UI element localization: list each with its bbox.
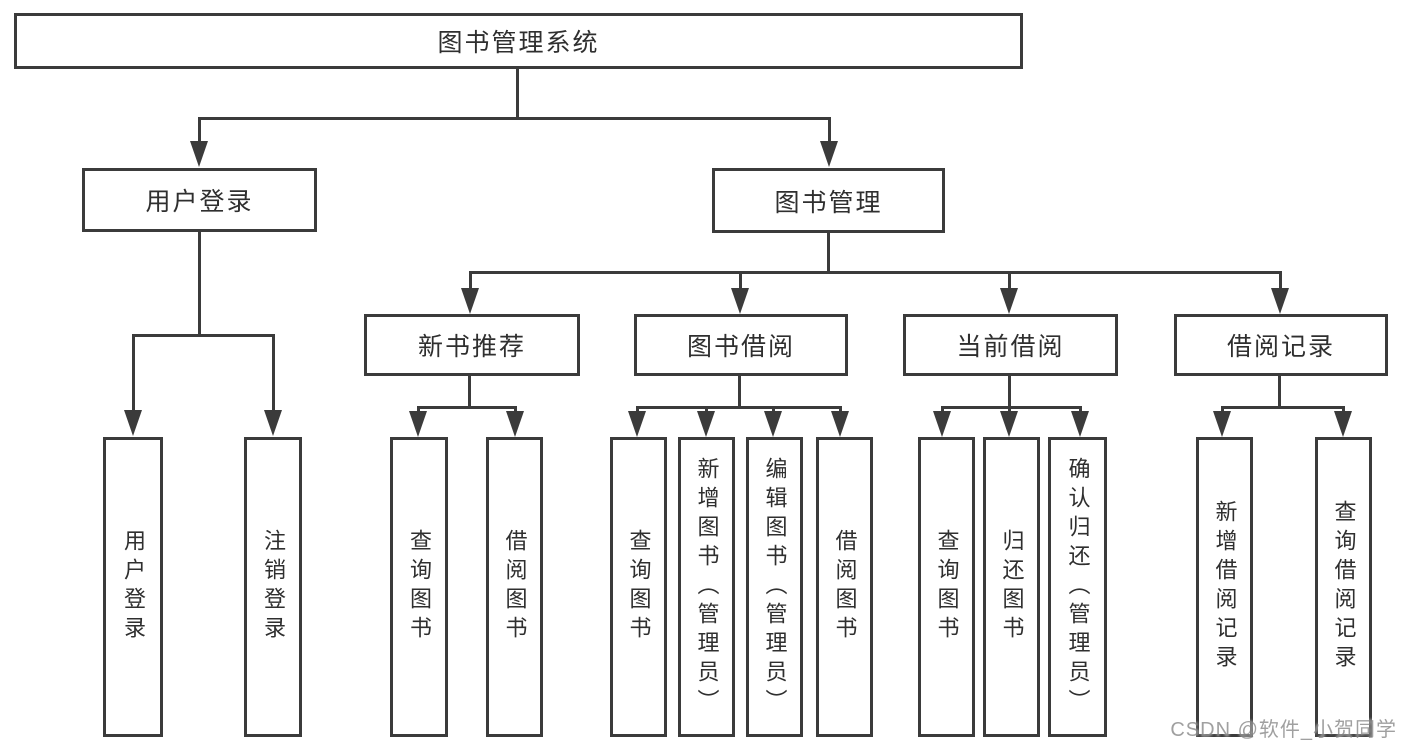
- node-current-borrow: 当前借阅: [903, 314, 1118, 376]
- node-user-login: 用户登录: [82, 168, 317, 232]
- leaf-newbooks-borrow: 借阅图书: [486, 437, 543, 737]
- connector: [705, 406, 708, 415]
- node-borrow-records: 借阅记录: [1174, 314, 1388, 376]
- connector: [1079, 406, 1082, 415]
- connector: [198, 232, 201, 336]
- arrowhead: [933, 411, 951, 437]
- connector: [132, 334, 135, 412]
- leaf-current-return: 归还图书: [983, 437, 1040, 737]
- node-book-mgmt: 图书管理: [712, 168, 945, 233]
- arrowhead: [1213, 411, 1231, 437]
- connector: [739, 271, 742, 289]
- arrowhead: [1071, 411, 1089, 437]
- connector: [772, 406, 775, 415]
- arrowhead: [820, 141, 838, 167]
- arrowhead: [831, 411, 849, 437]
- connector: [468, 376, 471, 409]
- leaf-current-query: 查询图书: [918, 437, 975, 737]
- connector: [827, 233, 830, 274]
- connector: [417, 406, 517, 409]
- connector: [1278, 376, 1281, 409]
- connector: [469, 271, 472, 289]
- connector: [1221, 406, 1224, 415]
- connector: [198, 117, 831, 120]
- connector: [828, 117, 831, 147]
- arrowhead: [190, 141, 208, 167]
- connector: [1342, 406, 1345, 415]
- connector: [514, 406, 517, 415]
- connector: [516, 68, 519, 118]
- arrowhead: [697, 411, 715, 437]
- arrowhead: [628, 411, 646, 437]
- leaf-logout: 注销登录: [244, 437, 302, 737]
- leaf-newbooks-query: 查询图书: [390, 437, 448, 737]
- leaf-borrow-edit: 编辑图书（管理员）: [746, 437, 803, 737]
- leaf-borrow-query: 查询图书: [610, 437, 667, 737]
- connector: [1221, 406, 1345, 409]
- arrowhead: [764, 411, 782, 437]
- leaf-records-add: 新增借阅记录: [1196, 437, 1253, 737]
- csdn-watermark: CSDN @软件_小贺同学: [1170, 719, 1397, 741]
- connector: [636, 406, 639, 415]
- arrowhead: [409, 411, 427, 437]
- connector: [198, 117, 201, 147]
- arrowhead: [1271, 288, 1289, 314]
- leaf-borrow-borrow: 借阅图书: [816, 437, 873, 737]
- leaf-user-login: 用户登录: [103, 437, 163, 737]
- connector: [941, 406, 1082, 409]
- connector: [941, 406, 944, 415]
- connector: [132, 334, 275, 337]
- arrowhead: [731, 288, 749, 314]
- leaf-records-query: 查询借阅记录: [1315, 437, 1372, 737]
- connector: [839, 406, 842, 415]
- arrowhead: [264, 410, 282, 436]
- arrowhead: [506, 411, 524, 437]
- connector: [636, 406, 842, 409]
- connector: [469, 271, 1282, 274]
- node-new-books: 新书推荐: [364, 314, 580, 376]
- connector: [272, 334, 275, 412]
- arrowhead: [1000, 411, 1018, 437]
- connector: [1008, 406, 1011, 415]
- connector: [1279, 271, 1282, 289]
- connector: [1008, 271, 1011, 289]
- arrowhead: [461, 288, 479, 314]
- leaf-current-confirm: 确认归还（管理员）: [1048, 437, 1107, 737]
- arrowhead: [124, 410, 142, 436]
- node-root: 图书管理系统: [14, 13, 1023, 69]
- connector: [738, 376, 741, 409]
- connector: [1008, 376, 1011, 409]
- leaf-borrow-add: 新增图书（管理员）: [678, 437, 735, 737]
- connector: [417, 406, 420, 415]
- arrowhead: [1334, 411, 1352, 437]
- node-book-borrow: 图书借阅: [634, 314, 848, 376]
- arrowhead: [1000, 288, 1018, 314]
